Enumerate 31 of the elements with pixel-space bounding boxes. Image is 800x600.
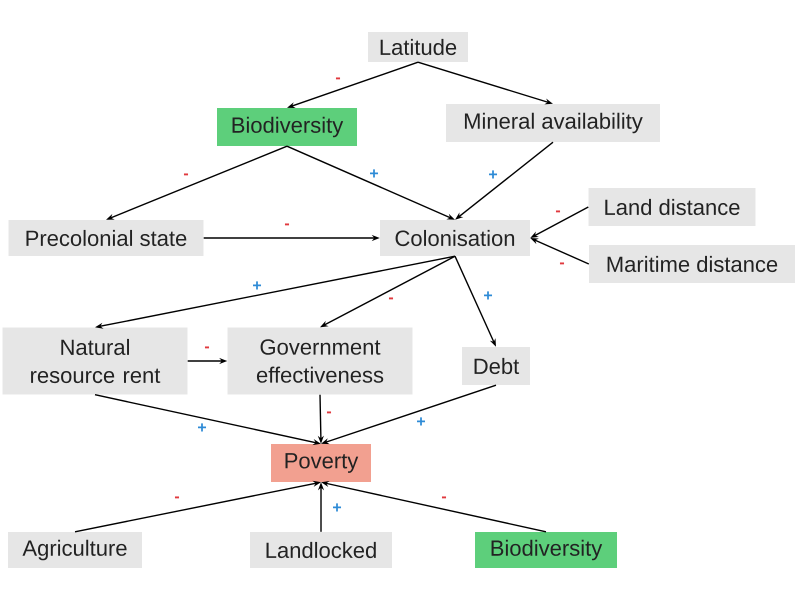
concept-box: Debt [462, 347, 530, 385]
edge-label: - [334, 76, 342, 84]
edge-label: - [325, 410, 333, 418]
concept-box: Biodiversity [475, 532, 617, 568]
concept-box: Colonisation [380, 220, 530, 256]
edge-label: - [173, 495, 181, 503]
edge-label: + [368, 168, 380, 180]
concept-box: Latitude [368, 32, 468, 62]
concept-box: Government effectiveness [228, 328, 412, 394]
concept-box: Landlocked [250, 532, 392, 568]
edge-label: - [440, 495, 448, 503]
edge-label: + [487, 169, 499, 181]
edge-label: - [558, 261, 566, 269]
concept-box: Natural resource rent [2, 328, 188, 394]
edge-label: - [554, 209, 562, 217]
concept-box: Biodiversity [217, 108, 357, 146]
edge-label: + [415, 416, 427, 428]
edge-label: - [182, 172, 190, 180]
concept-box: Agriculture [8, 532, 142, 568]
edge-label: + [482, 290, 494, 302]
concept-box: Land distance [588, 188, 756, 226]
edge-label: + [196, 422, 208, 434]
concept-box: Maritime distance [589, 245, 795, 283]
edge-label: - [203, 345, 211, 353]
edge-label: + [331, 502, 343, 514]
edge-label: - [387, 296, 395, 304]
concept-box: Precolonial state [8, 220, 204, 256]
concept-box: Mineral availability [446, 104, 660, 142]
edge-label: + [251, 280, 263, 292]
edge-label: - [283, 222, 291, 230]
concept-box: Poverty [271, 444, 371, 482]
